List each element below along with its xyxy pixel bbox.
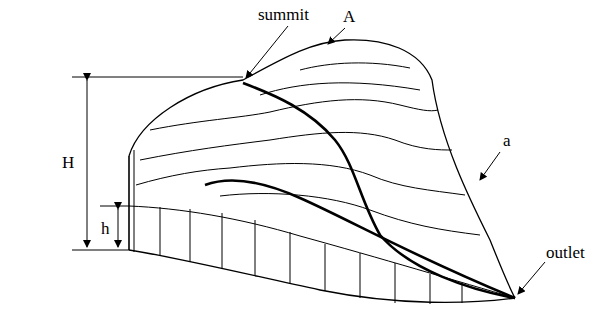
stream-label: a	[503, 132, 511, 149]
point-label: A	[343, 8, 355, 25]
summit-label: summit	[258, 6, 309, 23]
height-dimension: H	[62, 154, 74, 171]
height-dimension: h	[101, 220, 110, 237]
outlet-label: outlet	[546, 244, 585, 261]
